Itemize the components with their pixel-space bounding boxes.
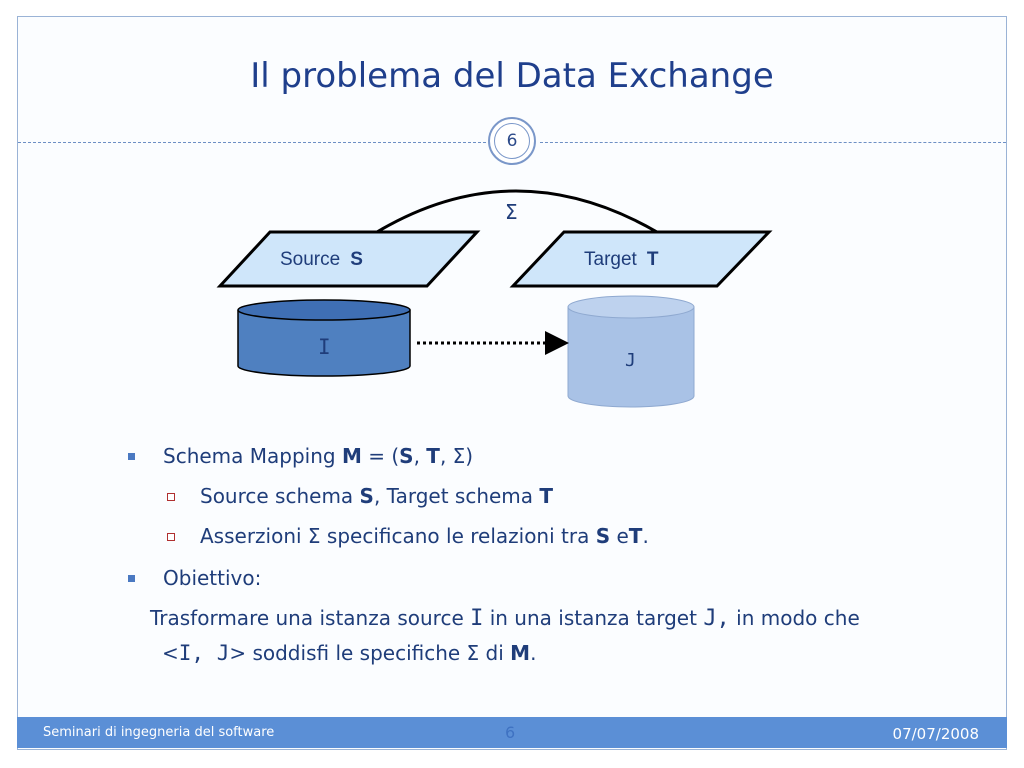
slide-number: 6: [494, 123, 530, 159]
bullet-text: Schema Mapping: [163, 444, 342, 468]
slide-title: Il problema del Data Exchange: [250, 56, 774, 96]
instance-j-ref: J,: [703, 606, 730, 631]
mapping-m-ref: M: [510, 641, 531, 665]
source-symbol: S: [350, 249, 363, 270]
target-schema-shape: [509, 230, 773, 288]
objective-line-1: Trasformare una istanza source I in una …: [150, 606, 860, 631]
source-schema-shape: [216, 230, 481, 288]
hollow-square-bullet-icon: [167, 493, 175, 501]
footer-date: 07/07/2008: [892, 725, 979, 743]
subbullet-text: Source schema: [200, 484, 360, 508]
subbullet-e: e: [610, 524, 629, 548]
bullet-s: S: [399, 444, 414, 468]
text-segment: in una istanza target: [483, 606, 704, 630]
instance-j-cylinder: [567, 295, 695, 408]
text-segment: <: [162, 641, 179, 665]
bullet-rest: , Σ): [439, 444, 474, 468]
title-divider-left: [18, 142, 486, 143]
bullet-text: Obiettivo:: [163, 566, 262, 590]
hollow-square-bullet-icon: [167, 533, 175, 541]
footer-course-title: Seminari di ingegneria del software: [43, 725, 275, 740]
instance-i-label: I: [318, 335, 331, 359]
instance-i-ref: I: [470, 606, 484, 631]
subbullet-t: T: [628, 524, 643, 548]
subbullet-text: Asserzioni Σ specificano le relazioni tr…: [200, 524, 596, 548]
instance-i-cylinder: [237, 299, 411, 377]
bullet-square-icon: [128, 453, 135, 460]
subbullet-s: S: [595, 524, 611, 548]
text-segment: in modo che: [729, 606, 860, 630]
instance-pair-ref: I, J: [178, 641, 230, 665]
subbullet-assertions: Asserzioni Σ specificano le relazioni tr…: [167, 524, 649, 548]
instance-j-label: J: [625, 350, 636, 371]
target-schema-label: Target T: [584, 249, 659, 270]
bullet-m: M: [341, 444, 362, 468]
footer-slide-number: 6: [505, 723, 516, 742]
subbullet-t: T: [539, 484, 554, 508]
subbullet-dot: .: [642, 524, 649, 548]
source-schema-label: Source S: [280, 249, 363, 270]
sigma-label: Σ: [505, 200, 518, 224]
target-label: Target: [584, 249, 638, 270]
bullet-eq: = (: [361, 444, 400, 468]
slide-number-badge: 6: [488, 117, 536, 165]
source-label: Source: [280, 249, 340, 270]
text-segment: .: [530, 641, 537, 665]
slide-footer: Seminari di ingegneria del software 6 07…: [17, 717, 1007, 748]
mapping-arc: [376, 189, 658, 234]
bullet-schema-mapping: Schema Mapping M = (S, T, Σ): [128, 444, 474, 468]
subbullet-mid: , Target schema: [373, 484, 540, 508]
target-symbol: T: [647, 249, 659, 270]
subbullet-s: S: [359, 484, 374, 508]
bullet-square-icon: [128, 575, 135, 582]
title-divider-right: [540, 142, 1006, 143]
text-segment: > soddisfi le specifiche Σ di: [229, 641, 511, 665]
subbullet-schemas: Source schema S, Target schema T: [167, 484, 554, 508]
bullet-t: T: [426, 444, 440, 468]
bullet-comma: ,: [413, 444, 427, 468]
bullet-objective: Obiettivo:: [128, 566, 262, 590]
objective-line-2: <I, J> soddisfi le specifiche Σ di M.: [162, 641, 536, 665]
text-segment: Trasformare una istanza source: [150, 606, 471, 630]
